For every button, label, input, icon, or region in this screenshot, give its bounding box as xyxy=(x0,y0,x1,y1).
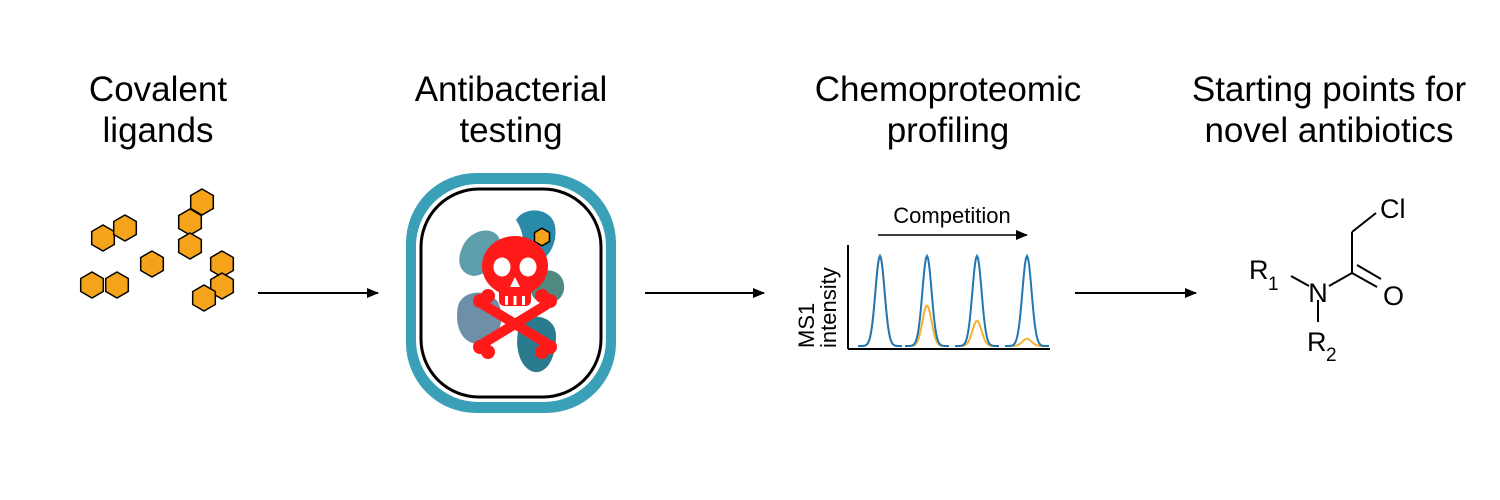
bond-n-c xyxy=(1328,272,1353,287)
y-axis-label-line2: intensity xyxy=(816,267,841,348)
step-3-title-line2: profiling xyxy=(887,111,1010,150)
step-4-title-line1: Starting points for xyxy=(1192,70,1467,109)
group-r1-subscript: 1 xyxy=(1268,274,1279,295)
group-r2-subscript: 2 xyxy=(1326,345,1337,366)
cell-membrane xyxy=(419,187,603,399)
group-r1: R xyxy=(1249,255,1269,285)
step-3-title-line1: Chemoproteomic xyxy=(815,70,1082,109)
ms1-chromatogram-panel: Competition MS1 intensity xyxy=(794,203,1050,350)
step-1-title-line1: Covalent xyxy=(89,70,227,109)
atom-n: N xyxy=(1308,278,1328,308)
control-peak-2 xyxy=(905,253,949,347)
control-peak-3 xyxy=(955,253,999,347)
step-chemoproteomic-profiling-title: Chemoproteomic profiling xyxy=(815,70,1082,150)
bacterial-cell-icon xyxy=(406,173,616,413)
covalent-ligands-icon xyxy=(79,188,235,312)
ligand-hexagon xyxy=(191,284,217,312)
ligand-hexagon xyxy=(189,188,215,216)
bond-c-o xyxy=(1351,272,1378,288)
atom-cl: Cl xyxy=(1380,194,1406,224)
bond-ch2-cl xyxy=(1351,212,1377,233)
skull-crossbones-icon xyxy=(473,236,557,359)
treated-peak-3 xyxy=(955,319,999,347)
ligand-hexagon xyxy=(177,232,203,260)
atom-o: O xyxy=(1383,281,1404,311)
step-2-title-line1: Antibacterial xyxy=(415,70,608,109)
treated-peak-1 xyxy=(858,253,902,347)
bond-r1-n xyxy=(1290,275,1310,287)
ligand-hexagon xyxy=(104,271,130,299)
competition-label: Competition xyxy=(893,203,1010,228)
step-antibacterial-testing-title: Antibacterial testing xyxy=(415,70,608,150)
step-1-title-line2: ligands xyxy=(103,111,214,150)
ligand-hexagon xyxy=(177,208,203,236)
chloroacetamide-structure: Cl N O R 1 R 2 xyxy=(1249,194,1406,366)
bound-ligand-hexagon xyxy=(533,227,551,247)
treated-peak-2 xyxy=(905,304,949,347)
ligand-hexagon xyxy=(90,224,116,252)
ligand-hexagon xyxy=(139,250,165,278)
control-peak-1 xyxy=(858,253,902,347)
y-axis-label-line1: MS1 xyxy=(794,303,819,348)
step-starting-points-title: Starting points for novel antibiotics xyxy=(1192,70,1467,150)
bond-c-o-double xyxy=(1356,264,1382,280)
ligand-hexagon xyxy=(209,272,235,300)
control-peak-4 xyxy=(1005,253,1049,347)
step-2-title-line2: testing xyxy=(459,111,562,150)
group-r2: R xyxy=(1307,327,1327,357)
ligand-hexagon xyxy=(79,271,105,299)
step-covalent-ligands-title: Covalent ligands xyxy=(89,70,227,150)
chromatogram-peaks xyxy=(858,253,1049,347)
y-axis-label: MS1 intensity xyxy=(794,267,841,348)
step-4-title-line2: novel antibiotics xyxy=(1204,111,1453,150)
ligand-hexagon xyxy=(112,214,138,242)
